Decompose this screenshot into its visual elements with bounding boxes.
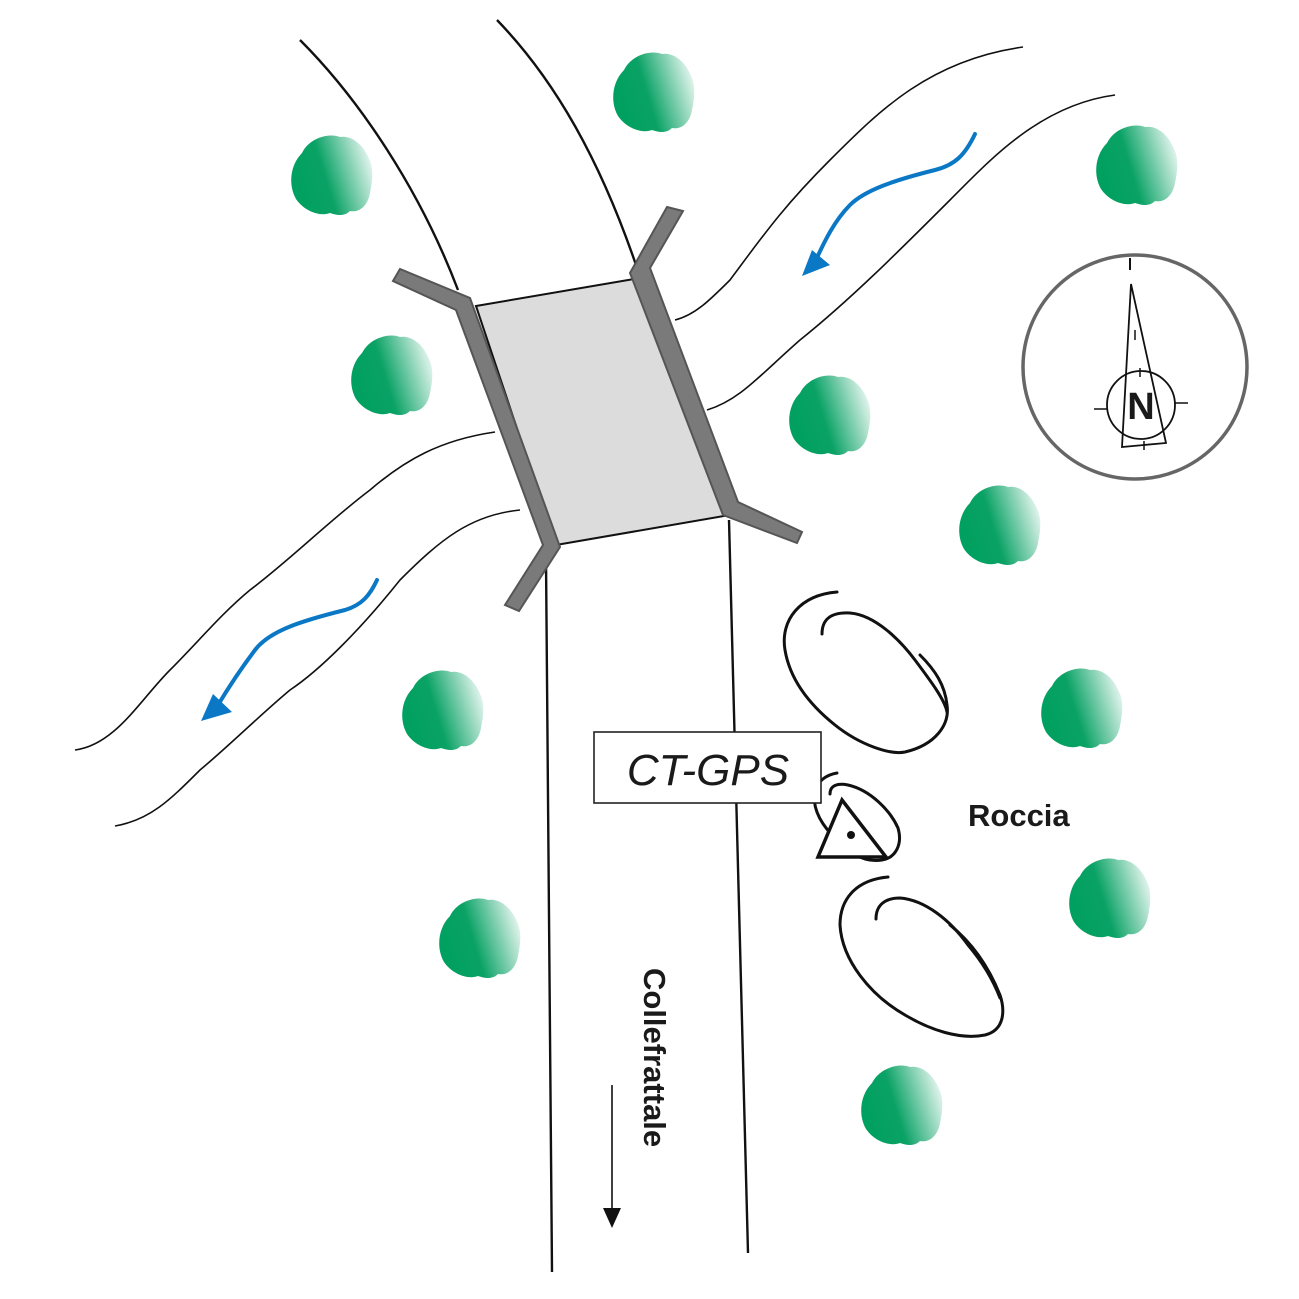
tree-icon (439, 898, 521, 978)
compass-ring (1021, 253, 1249, 481)
flow-arrow-icon (201, 578, 379, 721)
rock-outline (874, 896, 1002, 1000)
road-edge-left-lower (544, 559, 554, 1273)
rock-outline (782, 590, 949, 755)
tree-icon (1041, 668, 1123, 748)
station-label-box[interactable]: CT-GPS (593, 731, 822, 804)
rock-outline (828, 782, 901, 862)
river-bank-lower-left (114, 509, 521, 827)
flow-arrows (201, 132, 977, 721)
flow-arrow-icon (802, 132, 977, 276)
river-bank-upper-left (74, 431, 496, 751)
tree-icon (959, 485, 1041, 565)
road (299, 19, 750, 1273)
north-arrow-icon: N (1094, 258, 1188, 450)
tree-icon (351, 335, 433, 415)
bridge-abutment-left (391, 267, 562, 613)
river-bank-upper-right (674, 46, 1024, 321)
tree-icon (1069, 858, 1151, 938)
gps-station[interactable] (815, 796, 890, 859)
rock-outline (820, 611, 949, 714)
rock-label: Roccia (968, 798, 1070, 833)
tree-icon (613, 52, 695, 132)
road-edge-right-lower (727, 519, 750, 1254)
road-edge-right-upper (496, 19, 638, 266)
tree-icon (291, 135, 373, 215)
river-bank-lower-right (706, 94, 1116, 411)
tree-icon (1096, 125, 1178, 205)
tree-icon (789, 375, 871, 455)
bridge (391, 205, 804, 613)
compass: N (1021, 253, 1249, 481)
river (74, 46, 1116, 827)
compass-letter: N (1127, 386, 1154, 428)
station-dot (847, 831, 855, 839)
direction-label: Collefrattale (637, 968, 672, 1147)
triangle-with-dot-icon (815, 796, 890, 859)
direction-arrow-icon (603, 1085, 621, 1228)
bridge-abutment-right (628, 205, 804, 545)
tree-icon (402, 670, 484, 750)
road-edge-left-upper (299, 39, 460, 291)
tree-icon (861, 1065, 943, 1145)
station-label: CT-GPS (627, 746, 789, 795)
